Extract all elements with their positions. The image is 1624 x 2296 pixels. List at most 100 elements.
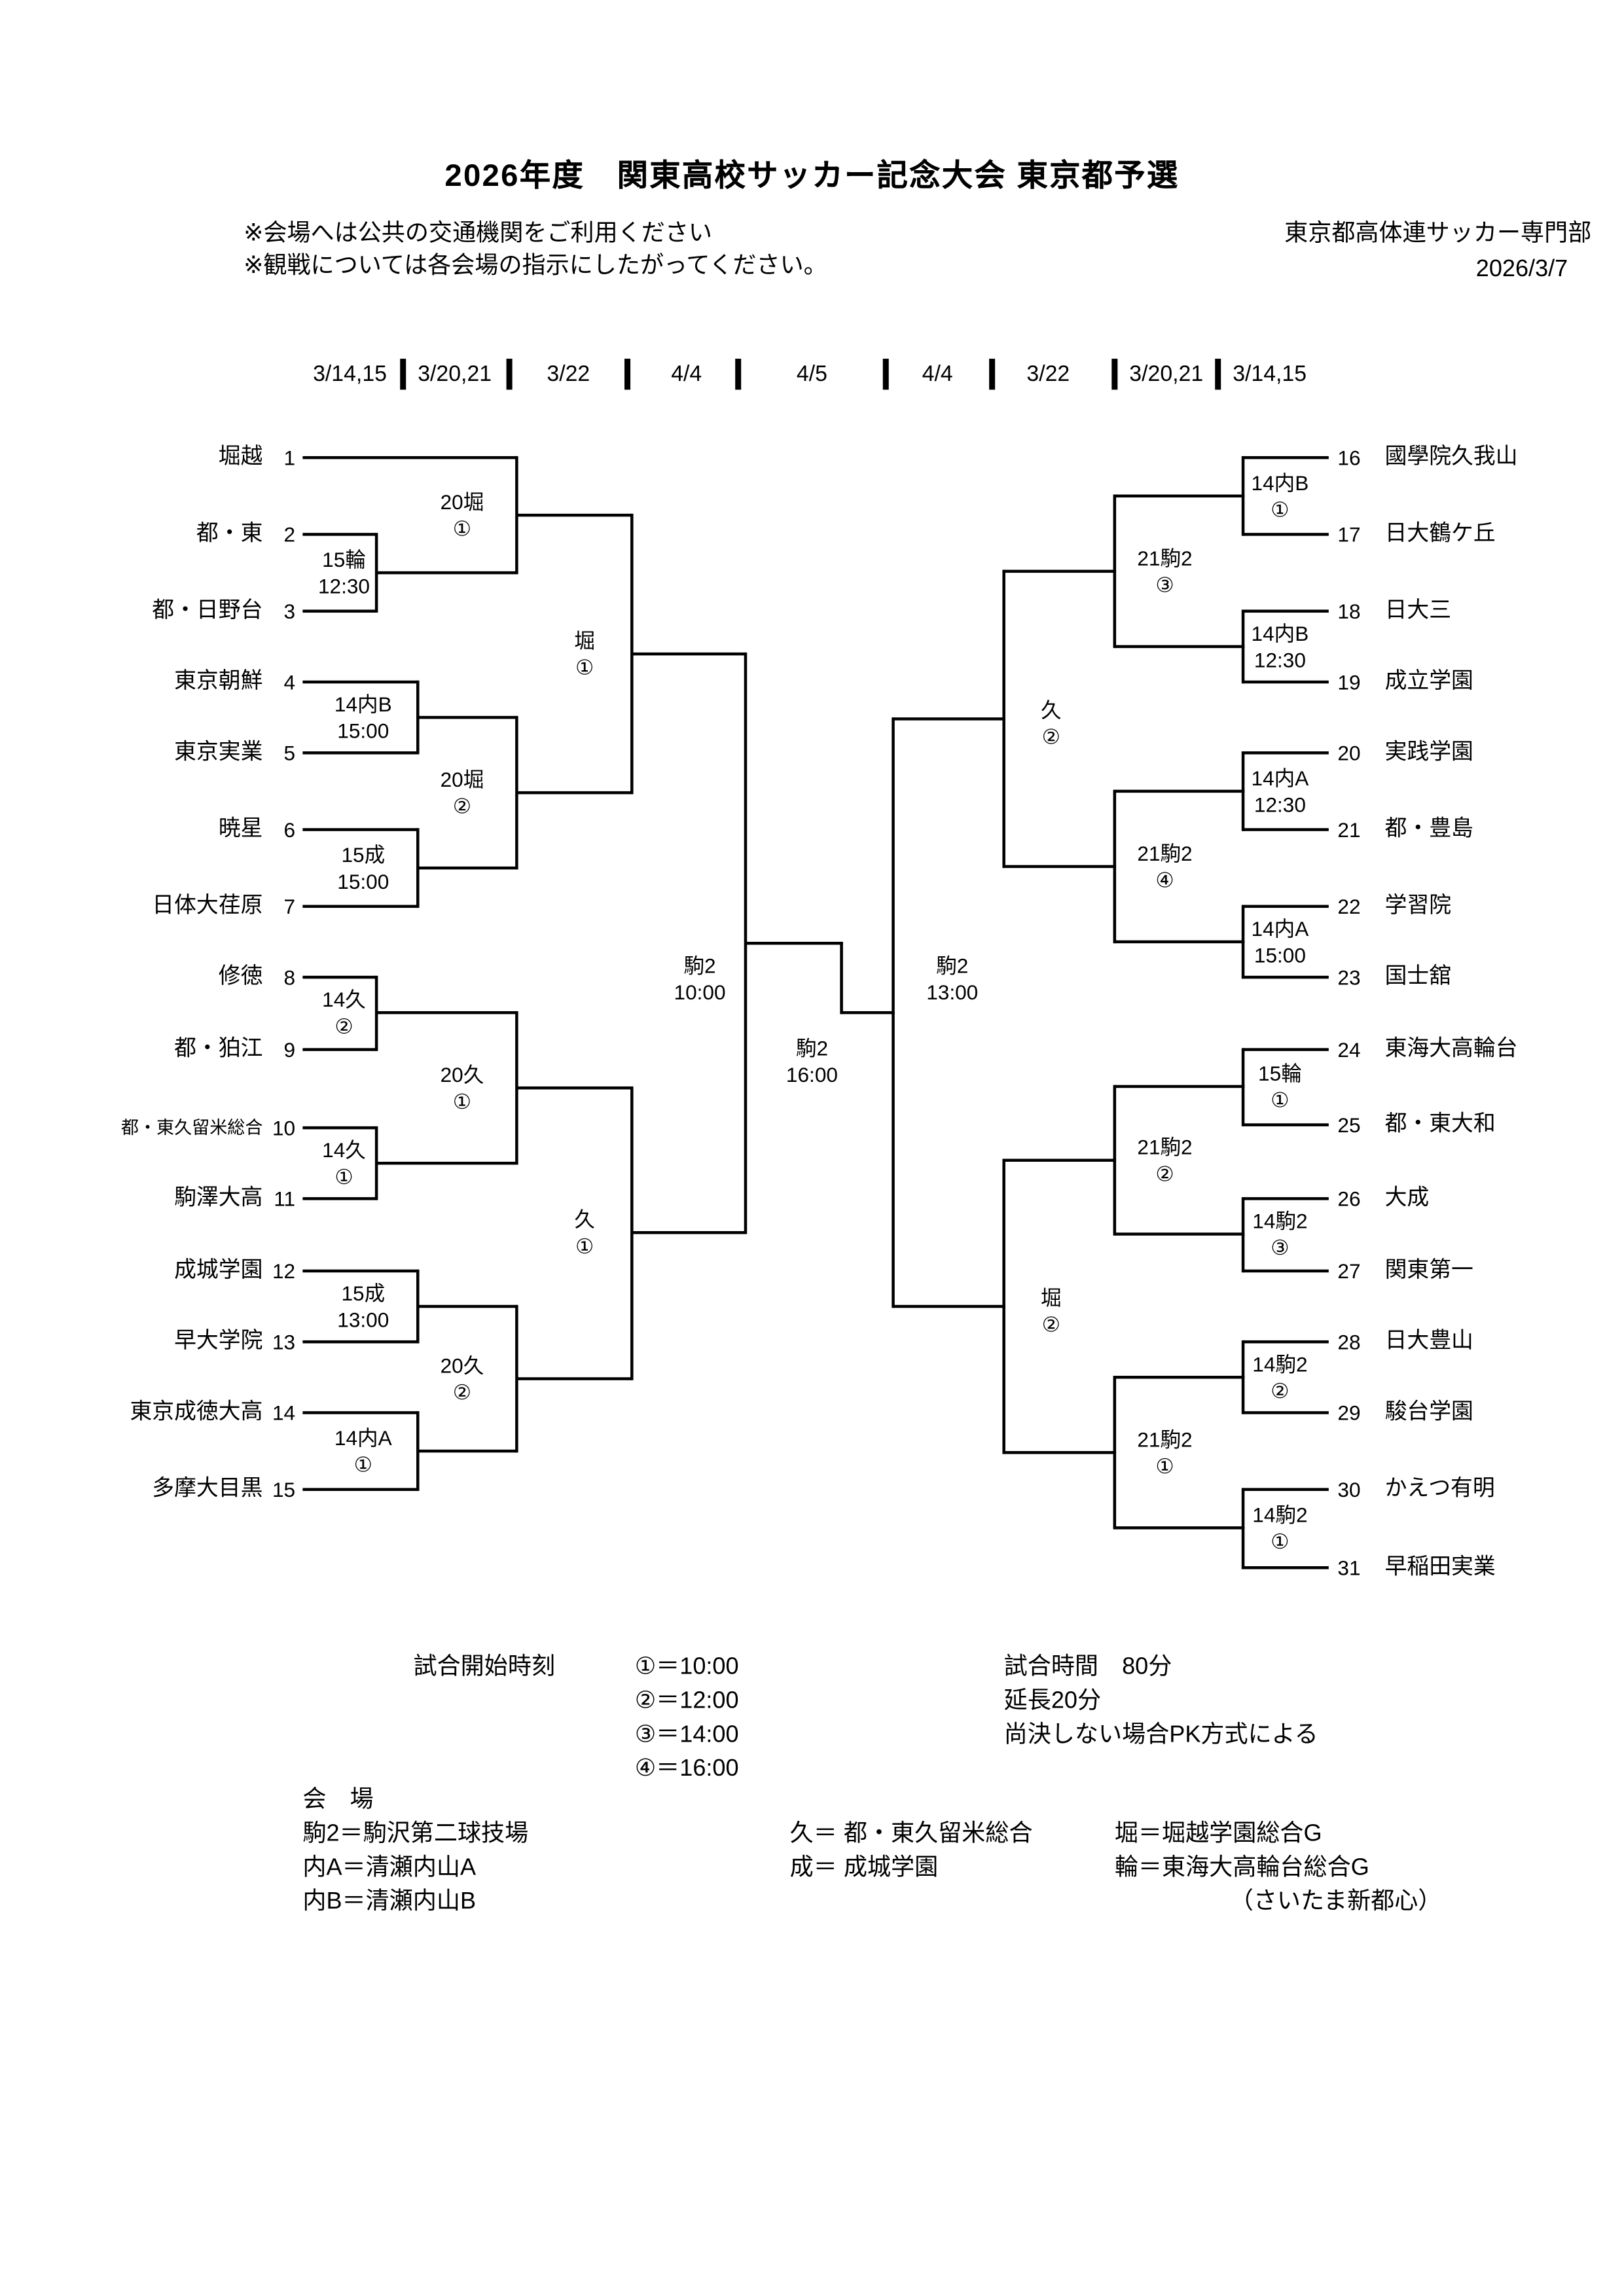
bracket-line: [1241, 751, 1245, 831]
match-venue: 14内A: [1251, 916, 1309, 941]
round-date: 3/14,15: [1233, 361, 1307, 387]
match-venue: 駒2: [683, 953, 716, 978]
bracket-line: [374, 1126, 378, 1200]
team-seed: 27: [1337, 1259, 1361, 1283]
match-slot: 13:00: [926, 980, 979, 1004]
bracket-line: [416, 828, 420, 908]
bracket-line: [1243, 975, 1329, 979]
match-slot: 15:00: [337, 719, 389, 743]
venue-item: 駒2＝駒沢第二球技場: [302, 1821, 529, 1847]
round-date: 4/5: [796, 361, 827, 387]
team-name: 駒澤大高: [174, 1185, 263, 1211]
kickoff-time: ④＝16:00: [634, 1756, 739, 1782]
team-seed: 15: [272, 1477, 296, 1501]
bracket-line: [418, 866, 517, 870]
team-seed: 26: [1337, 1187, 1361, 1211]
match-venue: 駒2: [936, 953, 969, 978]
match-slot: 13:00: [337, 1308, 389, 1332]
bracket-line: [1113, 1085, 1117, 1236]
round-date: 4/4: [671, 361, 702, 387]
team-seed: 25: [1337, 1113, 1361, 1137]
team-name: 関東第一: [1384, 1257, 1473, 1283]
bracket-line: [632, 652, 746, 656]
venue-item: 内A＝清瀬内山A: [302, 1856, 477, 1881]
match-slot: ①: [452, 1089, 472, 1113]
match-slot: ②: [1041, 1312, 1061, 1336]
team-seed: 18: [1337, 599, 1361, 623]
match-slot: 10:00: [674, 980, 726, 1004]
match-venue: 21駒2: [1137, 546, 1193, 570]
bracket-line: [302, 1488, 418, 1491]
team-seed: 21: [1337, 817, 1361, 842]
match-slot: ①: [1155, 1454, 1174, 1478]
team-seed: 2: [283, 522, 296, 547]
bracket-line: [1003, 865, 1117, 869]
bracket-line: [1113, 1376, 1117, 1530]
team-name: 日大鶴ケ丘: [1384, 521, 1496, 547]
bracket-line: [841, 1011, 895, 1014]
match-slot: 15:00: [337, 869, 389, 893]
team-seed: 12: [272, 1259, 296, 1283]
team-seed: 14: [272, 1401, 296, 1425]
team-name: かえつ有明: [1384, 1476, 1495, 1501]
team-seed: 9: [283, 1037, 296, 1062]
match-venue: 14久: [322, 987, 366, 1011]
team-name: 大成: [1384, 1185, 1430, 1211]
bracket-line: [1241, 1197, 1245, 1273]
bracket-line: [1114, 494, 1245, 498]
match-slot: 12:30: [317, 574, 370, 598]
bracket-line: [1243, 1123, 1329, 1126]
match-slot: ①: [353, 1452, 372, 1477]
bracket-line: [418, 715, 517, 719]
date-separator: [624, 359, 631, 390]
match-slot: 16:00: [785, 1062, 838, 1086]
bracket-line: [1243, 751, 1329, 755]
match-slot: ②: [1271, 1378, 1290, 1403]
bracket-line: [1241, 456, 1245, 536]
bracket-line: [1002, 569, 1005, 869]
match-venue: 14駒2: [1252, 1352, 1308, 1376]
venues-title: 会 場: [302, 1787, 374, 1813]
date-separator: [400, 359, 406, 390]
bracket-line: [1113, 789, 1117, 944]
team-name: 多摩大目黒: [152, 1476, 263, 1501]
bracket-line: [1243, 1340, 1329, 1344]
team-seed: 31: [1337, 1556, 1361, 1580]
bracket-line: [1002, 1158, 1005, 1454]
match-venue: 14駒2: [1252, 1502, 1308, 1527]
match-slot: ①: [1271, 497, 1290, 522]
match-venue: 20堀: [440, 767, 484, 791]
team-name: 早大学院: [174, 1328, 263, 1354]
bracket-line: [376, 1161, 517, 1165]
team-name: 日大豊山: [1384, 1328, 1473, 1354]
team-name: 学習院: [1384, 893, 1452, 918]
match-venue: 15成: [341, 842, 386, 867]
match-slot: ①: [1271, 1088, 1290, 1112]
match-duration: 試合時間 80分: [1003, 1655, 1172, 1680]
team-name: 都・東: [196, 521, 263, 547]
match-venue: 14内B: [334, 692, 392, 716]
team-name: 都・東大和: [1384, 1111, 1496, 1137]
team-seed: 24: [1337, 1037, 1361, 1062]
bracket-line: [1243, 828, 1329, 831]
team-seed: 29: [1337, 1401, 1361, 1425]
bracket-line: [1241, 1048, 1245, 1126]
team-seed: 11: [274, 1187, 296, 1211]
match-slot: ③: [1271, 1235, 1290, 1259]
bracket-line: [1114, 789, 1245, 793]
team-name: 国士舘: [1384, 963, 1452, 990]
